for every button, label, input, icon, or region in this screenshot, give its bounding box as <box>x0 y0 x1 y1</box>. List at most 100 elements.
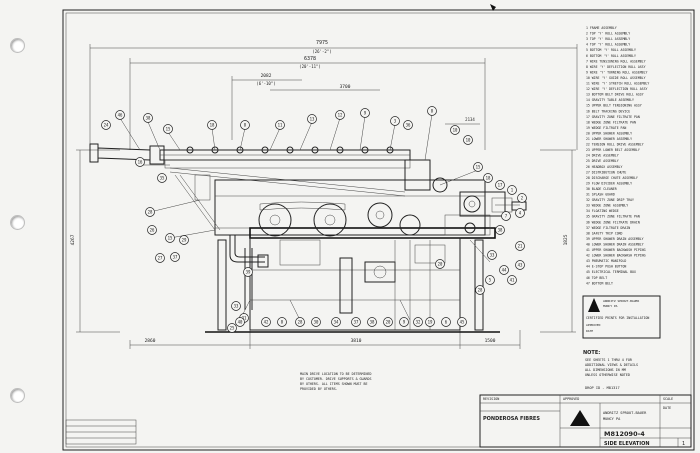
balloon-label: 28 <box>478 288 483 293</box>
binder-hole-middle <box>10 215 25 230</box>
balloon-left-0: 24 <box>101 120 111 130</box>
parts-list-item: 43 PNEUMATIC MANIFOLD <box>586 259 626 263</box>
balloon-label: 46 <box>118 113 123 118</box>
parts-list-item: 19 WEDGE FILTRATE PAN <box>586 126 626 130</box>
parts-list-item: 11 WIRE 'Y' STRETCH ROLL ASSEMBLY <box>586 82 649 86</box>
balloon-top-5: 11 <box>275 120 285 130</box>
parts-list-item: 26 HEADBOX ASSEMBLY <box>586 165 623 169</box>
balloon-left-4: 15 <box>165 233 175 243</box>
balloon-top-7: 12 <box>335 110 345 120</box>
parts-list-item: 15 UPPER BELT TENSIONING ASSY <box>586 104 642 108</box>
drop-reference: DROP ID - M81317 <box>585 386 620 390</box>
balloon-top-0: 46 <box>115 110 125 120</box>
wedge-roll-2 <box>313 203 347 237</box>
parts-list-item: 36 WEDGE ZONE FILTRATE DRAIN <box>586 220 640 224</box>
balloon-top-17: 1 <box>507 185 517 195</box>
balloon-top-1: 38 <box>143 113 153 123</box>
stamp-company-line-1: ANDRITZ SPROUT-BAUER <box>603 299 639 303</box>
balloon-bottom-4: 30 <box>311 317 321 327</box>
balloon-label: 17 <box>498 183 503 188</box>
dim-left-height: 4267 <box>70 234 76 245</box>
parts-list-item: 5 BOTTOM 'Y' ROLL ASSEMBLY <box>586 48 636 52</box>
revision-label: REVISION <box>483 397 499 401</box>
certified-prints-stamp: ANDRITZ SPROUT-BAUER MUNCY PA CERTIFIED … <box>582 295 661 339</box>
balloon-label: 30 <box>314 320 319 325</box>
drive-gearbox <box>459 191 506 217</box>
parts-list-item: 2 TOP 'Y' ROLL ASSEMBLY <box>586 32 630 36</box>
drawing-inner-border <box>65 12 692 448</box>
balloon-left-8: 26 <box>147 225 157 235</box>
bottom-note-4: PROVIDED BY OTHERS. <box>300 387 338 391</box>
balloon-bottom-14: 20 <box>435 259 445 269</box>
stamp-approved: APPROVED <box>586 323 601 327</box>
parts-list-item: 35 GRAVITY ZONE FILTRATE PAN <box>586 215 640 219</box>
parts-list-item: 16 BELT TRACKING DEVICE <box>586 109 630 113</box>
parts-list-item: 39 UPPER SHOWER DRAIN ASSEMBLY <box>586 237 644 241</box>
parts-list-item: 47 BOTTOM BELT <box>586 281 613 285</box>
parts-list-item: 27 DISTRIBUTION CHUTE <box>586 170 626 174</box>
balloon-left-3: 35 <box>157 173 167 183</box>
dim-right-height: 1825 <box>563 234 569 245</box>
balloon-label: 44 <box>502 268 507 273</box>
balloon-top-4: 8 <box>240 120 250 130</box>
balloon-bottom-0: 40 <box>235 317 245 327</box>
balloon-left-9: 39 <box>243 267 253 277</box>
dim-top-overall: 7975 <box>316 40 328 46</box>
balloon-right-3: 4 <box>515 208 525 218</box>
parts-list-item: 34 FLOATING WEDGE <box>586 209 619 213</box>
bottom-note-2: BY CUSTOMER. DRIVE SUPPORTS & GUARDS <box>300 377 371 381</box>
balloon-label: 9 <box>403 320 406 325</box>
balloon-label: 19 <box>428 320 433 325</box>
balloon-label: 24 <box>104 123 109 128</box>
lower-left-stamp <box>65 419 137 445</box>
balloon-label: 38 <box>146 116 151 121</box>
balloon-label: 7 <box>505 214 508 219</box>
parts-list-item: 44 E-STOP PUSH BUTTON <box>586 265 626 269</box>
balloon-label: 38 <box>370 320 375 325</box>
stamp-title: CERTIFIED PRINTS FOR INSTALLATION <box>586 316 649 320</box>
bottom-note-1: MAIN DRIVE LOCATION TO BE DETERMINED <box>300 372 371 376</box>
scale-label: SCALE <box>663 397 673 401</box>
balloon-left-12: 25 <box>227 323 237 333</box>
note-line-1: SEE SHEETS 1 THRU 4 FOR <box>585 358 633 362</box>
balloon-bottom-7: 38 <box>367 317 377 327</box>
parts-list-item: 9 WIRE 'Y' TURNING ROLL ASSEMBLY <box>586 70 647 74</box>
drawing-number: M812090-4 <box>604 430 645 438</box>
stamp-date: DATE <box>586 329 593 333</box>
dim-bottom-mid: 3810 <box>351 338 362 344</box>
notes-block: NOTE: SEE SHEETS 1 THRU 4 FOR ADDITIONAL… <box>583 350 638 390</box>
lower-frame <box>249 237 461 331</box>
center-pipe <box>339 257 353 314</box>
balloon-label: 37 <box>173 255 178 260</box>
bottom-note-3: BY OTHERS. ALL ITEMS SHOWN MUST BE <box>300 382 368 386</box>
balloon-bottom-11: 19 <box>425 317 435 327</box>
parts-list-item: 13 BOTTOM BELT DRIVE ROLL ASSY <box>586 93 644 97</box>
balloon-label: 15 <box>476 165 481 170</box>
parts-list-item: 6 BOTTOM 'Y' ROLL ASSEMBLY <box>586 54 636 58</box>
corner-mark <box>490 4 496 11</box>
balloon-right-9: 28 <box>475 285 485 295</box>
leg-right <box>474 239 484 331</box>
dim-bottom-left: 2860 <box>145 338 156 344</box>
title-block: REVISION APPROVED SCALE DATE PONDEROSA F… <box>479 394 692 448</box>
note-line-4: UNLESS OTHERWISE NOTED <box>585 373 630 377</box>
note-line-3: ALL DIMENSIONS IN MM <box>585 368 626 372</box>
balloon-label: 1 <box>511 188 514 193</box>
dim-mid-span2: 3700 <box>340 84 351 90</box>
left-drain-pipe <box>229 235 265 263</box>
sheet-number: 1 <box>682 441 685 447</box>
left-leg-pipe <box>244 248 253 310</box>
frame-beam <box>249 227 496 239</box>
balloon-label: 21 <box>518 244 523 249</box>
balloon-top-14: 15 <box>473 162 483 172</box>
balloon-right-4: 21 <box>515 241 525 251</box>
balloon-left-10: 33 <box>231 301 241 311</box>
drawing-border <box>62 9 695 451</box>
balloon-label: 12 <box>338 113 343 118</box>
balloon-label: 36 <box>406 123 411 128</box>
bottom-center-note: MAIN DRIVE LOCATION TO BE DETERMINED BY … <box>300 372 371 391</box>
inlet-flange <box>89 143 99 163</box>
lower-drive <box>364 261 396 283</box>
company-logo <box>588 298 600 312</box>
